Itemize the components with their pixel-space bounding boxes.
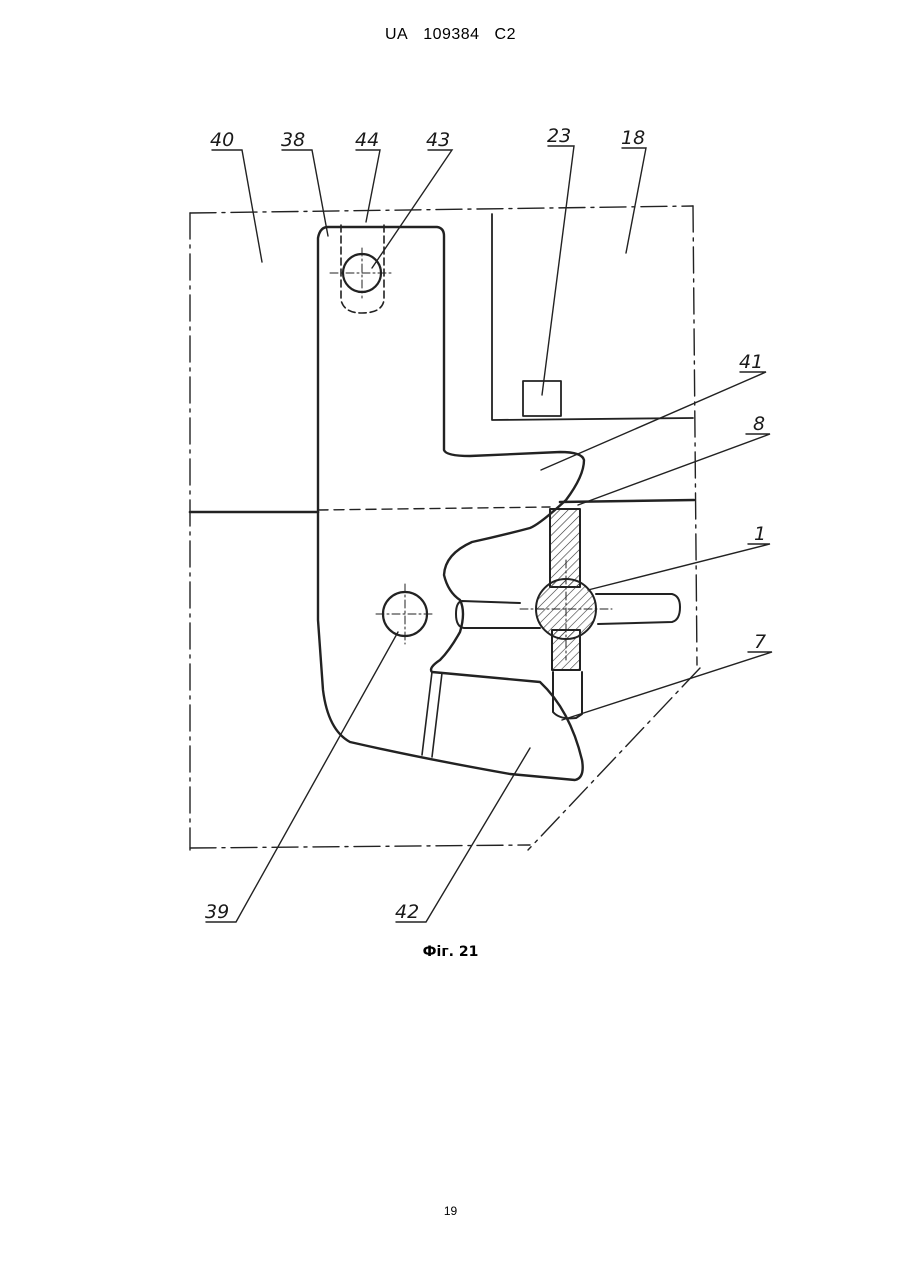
ref-42: 42 [395, 901, 419, 923]
figure-caption: Фіг. 21 [0, 944, 901, 960]
ref-1: 1 [754, 523, 766, 545]
ref-40: 40 [210, 129, 234, 151]
ref-23: 23 [547, 125, 571, 147]
ref-7: 7 [754, 631, 766, 653]
leader-39 [206, 632, 398, 922]
leader-8 [578, 434, 770, 505]
leader-41 [541, 372, 766, 470]
leader-18 [622, 148, 646, 253]
block-23 [523, 381, 561, 416]
leader-23 [542, 146, 574, 395]
ref-43: 43 [426, 129, 450, 151]
leader-1 [588, 544, 770, 590]
ref-44: 44 [355, 129, 379, 151]
ref-18: 18 [621, 127, 645, 149]
ref-41: 41 [739, 351, 763, 373]
shaft-1-vertical [550, 509, 580, 587]
ref-38: 38 [281, 129, 305, 151]
lever-38 [318, 227, 584, 780]
leader-38 [282, 150, 328, 236]
ref-39: 39 [205, 901, 229, 923]
page-number: 19 [0, 1204, 901, 1218]
ref-8: 8 [753, 413, 765, 435]
part-7 [553, 672, 582, 718]
leader-40 [212, 150, 262, 262]
leader-7 [562, 652, 772, 720]
